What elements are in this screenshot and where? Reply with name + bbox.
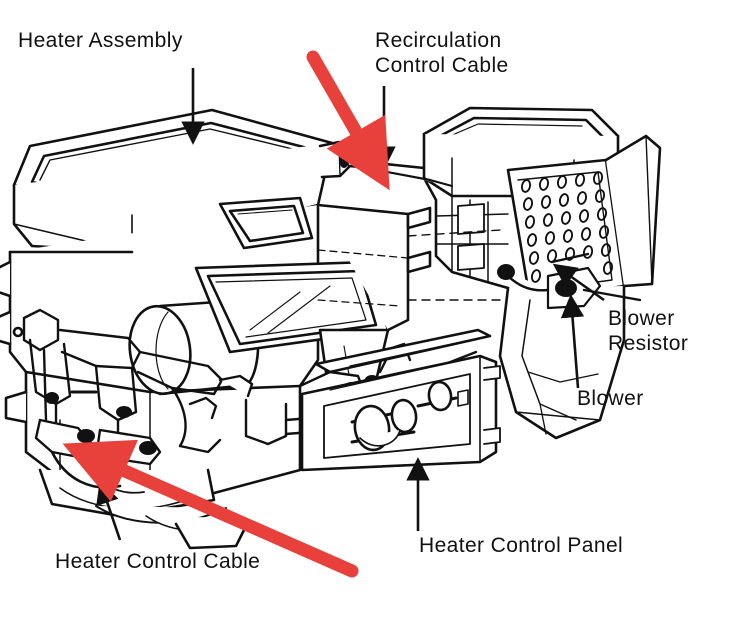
label-recirculation-control-cable: Recirculation Control Cable bbox=[375, 29, 509, 77]
label-heater-assembly: Heater Assembly bbox=[18, 29, 183, 52]
label-blower-resistor: Blower Resistor bbox=[608, 307, 689, 355]
leader-blower bbox=[560, 294, 585, 389]
label-heater-control-cable: Heater Control Cable bbox=[55, 550, 261, 573]
blower-housing bbox=[364, 106, 662, 440]
arrow-heater-control-cable bbox=[62, 439, 359, 578]
heater-control-panel-part bbox=[300, 328, 501, 472]
label-heater-control-panel: Heater Control Panel bbox=[419, 534, 624, 557]
heater-assembly-body bbox=[0, 108, 410, 550]
arrow-recirculation-cable bbox=[306, 50, 390, 191]
annotation-arrows bbox=[62, 50, 390, 578]
blower-grille-perforations bbox=[520, 171, 614, 283]
label-blower: Blower bbox=[577, 387, 644, 410]
leader-blower-resistor bbox=[552, 263, 605, 302]
